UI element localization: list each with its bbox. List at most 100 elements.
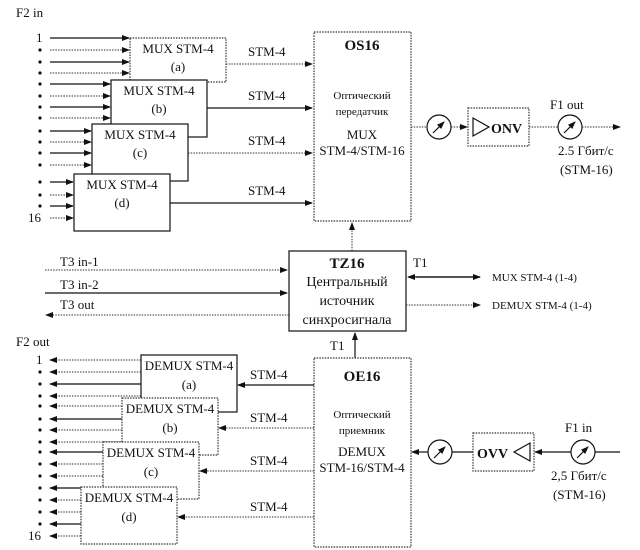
port-dot	[38, 440, 42, 444]
os16-title: OS16	[344, 38, 380, 54]
f1-out-label: F1 out	[550, 97, 584, 112]
port-dot	[38, 180, 42, 184]
out-port-1-label: 1	[36, 352, 43, 367]
os16-block[interactable]: OS16 Оптический передатчик MUX STM-4/STM…	[313, 31, 412, 222]
port-dot	[38, 462, 42, 466]
demux-output-ports: 1 16	[28, 352, 141, 543]
oe16-line3: DEMUX	[338, 444, 386, 459]
port-dot	[38, 105, 42, 109]
rate-in-label: 2,5 Гбит/с	[551, 468, 607, 483]
demux-block-suffix: (c)	[144, 464, 158, 479]
ovv-block[interactable]: OVV	[472, 432, 535, 472]
oe16-line4: STM-16/STM-4	[319, 460, 405, 475]
oe16-block[interactable]: OE16 Оптический приемник DEMUX STM-16/ST…	[313, 357, 412, 548]
mux-stm4-block-c[interactable]: MUX STM-4 (c)	[91, 123, 189, 182]
stm4-label: STM-4	[248, 44, 286, 59]
port-dot	[38, 404, 42, 408]
f1-in-label: F1 in	[565, 420, 593, 435]
oe16-line1: Оптический	[333, 409, 390, 421]
mux-block-suffix: (d)	[114, 195, 129, 210]
f2-in-label: F2 in	[16, 5, 44, 20]
port-dot	[38, 370, 42, 374]
os16-line3: MUX	[347, 127, 378, 142]
demux-targets-label: DEMUX STM-4 (1-4)	[492, 300, 592, 312]
port-1-label: 1	[36, 30, 43, 45]
stm4-label: STM-4	[248, 88, 286, 103]
port-dot	[38, 129, 42, 133]
port-dot	[38, 151, 42, 155]
demux-block-title: DEMUX STM-4	[126, 401, 215, 416]
mux-stm4-block-a[interactable]: MUX STM-4 (a)	[129, 37, 227, 83]
t3-in-2-label: T3 in-2	[60, 277, 99, 292]
port-dot	[38, 48, 42, 52]
t3-out-label: T3 out	[60, 297, 95, 312]
optical-level-meter-icon	[426, 114, 452, 140]
port-dot	[38, 394, 42, 398]
demux-block-title: DEMUX STM-4	[107, 445, 196, 460]
stm4-label: STM-4	[250, 367, 288, 382]
os16-line4: STM-4/STM-16	[319, 143, 405, 158]
stm4-label: STM-4	[250, 499, 288, 514]
t3-in-1-label: T3 in-1	[60, 254, 99, 269]
oe16-title: OE16	[344, 369, 381, 385]
tz16-title: TZ16	[329, 256, 365, 272]
out-port-16-label: 16	[28, 528, 42, 543]
port-dot	[38, 450, 42, 454]
mux-blocks: MUX STM-4(a)MUX STM-4(b)MUX STM-4(c)MUX …	[73, 37, 227, 232]
port-dot	[38, 486, 42, 490]
port-dot	[38, 71, 42, 75]
port-dot	[38, 498, 42, 502]
mux-block-suffix: (a)	[171, 59, 185, 74]
onv-label: ONV	[491, 122, 522, 137]
demux-blocks: DEMUX STM-4 (a) DEMUX STM-4 (b) DEMUX STM-4 (…	[80, 354, 238, 545]
mux-stm4-block-d[interactable]: MUX STM-4 (d)	[73, 173, 171, 232]
port-dot	[38, 116, 42, 120]
demux-stm4-block-d[interactable]: DEMUX STM-4 (d)	[80, 486, 178, 545]
port-dot	[38, 204, 42, 208]
port-dot	[38, 428, 42, 432]
demux-block-suffix: (b)	[162, 420, 177, 435]
optical-level-meter-icon	[427, 439, 453, 465]
mux-block-title: MUX STM-4	[142, 41, 214, 56]
demux-block-title: DEMUX STM-4	[85, 490, 174, 505]
mux-targets-label: MUX STM-4 (1-4)	[492, 272, 577, 284]
mux-input-ports: 116	[28, 30, 130, 225]
port-dot	[38, 417, 42, 421]
amplifier-icon	[472, 116, 491, 138]
demux-block-suffix: (d)	[121, 509, 136, 524]
tz16-line1: Центральный	[306, 275, 388, 290]
port-dot	[38, 193, 42, 197]
os16-line2: передатчик	[336, 106, 389, 118]
ovv-label: OVV	[477, 447, 508, 462]
stm16-in-label: (STM-16)	[553, 487, 606, 502]
onv-block[interactable]: ONV	[467, 107, 530, 147]
port-dot	[38, 163, 42, 167]
rate-out-label: 2.5 Гбит/с	[558, 143, 614, 158]
t1-label-bottom: T1	[330, 338, 344, 353]
port-dot	[38, 82, 42, 86]
os16-line1: Оптический	[333, 90, 390, 102]
port-dot	[38, 94, 42, 98]
tz16-line3: синхросигнала	[302, 313, 392, 328]
mux-block-title: MUX STM-4	[123, 83, 195, 98]
mux-block-suffix: (c)	[133, 145, 147, 160]
port-dot	[38, 382, 42, 386]
port-dot	[38, 60, 42, 64]
demux-block-title: DEMUX STM-4	[145, 358, 234, 373]
mux-block-title: MUX STM-4	[86, 177, 158, 192]
tz16-block[interactable]: TZ16 Центральный источник синхросигнала	[288, 250, 407, 332]
stm4-label: STM-4	[250, 410, 288, 425]
oe16-line2: приемник	[339, 425, 386, 437]
stm4-label: STM-4	[250, 453, 288, 468]
port-dot	[38, 140, 42, 144]
port-dot	[38, 510, 42, 514]
demux-block-suffix: (a)	[182, 377, 196, 392]
mux-block-suffix: (b)	[151, 101, 166, 116]
port-dot	[38, 522, 42, 526]
tz16-line2: источник	[319, 294, 374, 309]
mux-block-title: MUX STM-4	[104, 127, 176, 142]
amplifier-icon	[512, 441, 531, 463]
